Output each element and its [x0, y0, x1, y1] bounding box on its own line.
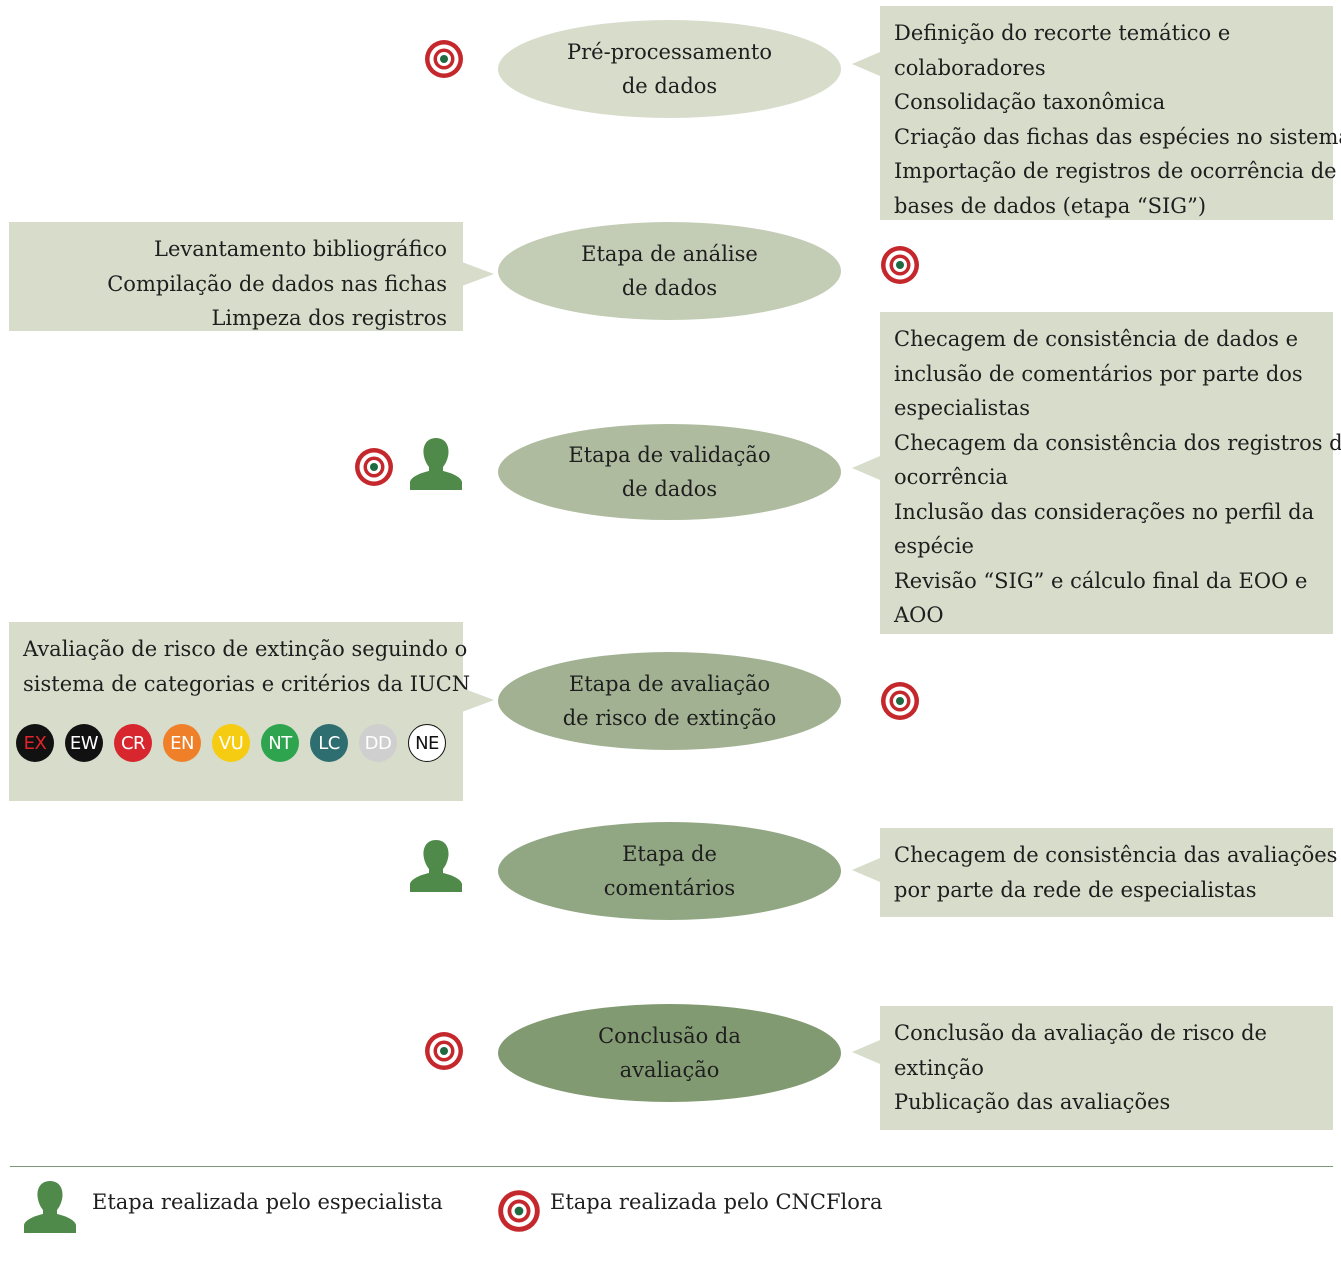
detail-line: extinção — [894, 1055, 984, 1080]
legend-divider — [10, 1166, 1333, 1167]
details-conclusion: Conclusão da avaliação de risco de extin… — [880, 1006, 1333, 1130]
step-label: de dados — [621, 74, 718, 98]
detail-line: Compilação de dados nas fichas — [107, 271, 447, 296]
iucn-badge-lc: LC — [310, 724, 348, 762]
detail-line: Avaliação de risco de extinção seguindo … — [23, 637, 468, 661]
iucn-badge-nt: NT — [261, 724, 299, 762]
specialist-person-icon — [24, 1181, 76, 1233]
step-conclusion: Conclusão da avaliação — [498, 1004, 841, 1102]
step-label: de dados — [621, 276, 718, 300]
iucn-badge-vu: VU — [212, 724, 250, 762]
step-label: Etapa de — [622, 842, 717, 866]
step-validation: Etapa de validação de dados — [498, 424, 841, 520]
step-label: Etapa de validação — [568, 443, 771, 467]
iucn-badge-dd: DD — [359, 724, 397, 762]
iucn-badge-cr: CR — [114, 724, 152, 762]
detail-line: especialistas — [894, 396, 1031, 420]
detail-line: Inclusão das considerações no perfil da — [894, 499, 1315, 524]
detail-line: Importação de registros de ocorrência de — [894, 159, 1337, 183]
step-analysis: Etapa de análise de dados — [498, 222, 841, 320]
iucn-badge-ew: EW — [65, 724, 103, 762]
detail-line: Criação das fichas das espécies no siste… — [894, 124, 1341, 149]
detail-line: Limpeza dos registros — [211, 306, 447, 330]
detail-line: inclusão de comentários por parte dos — [894, 361, 1303, 386]
detail-line: Checagem da consistência dos registros d… — [894, 430, 1341, 455]
details-validation: Checagem de consistência de dados e incl… — [880, 312, 1341, 634]
specialist-person-icon — [410, 840, 462, 892]
step-label: Etapa de análise — [581, 242, 758, 266]
step-label: Etapa de avaliação — [568, 672, 771, 696]
cncflora-target-icon — [498, 1190, 540, 1232]
detail-line: sistema de categorias e critérios da IUC… — [23, 671, 471, 696]
detail-line: Definição do recorte temático e — [894, 21, 1231, 45]
detail-line: Revisão “SIG” e cálculo final da EOO e — [894, 568, 1308, 593]
cncflora-target-icon — [425, 40, 463, 78]
step-label: Conclusão da — [598, 1024, 741, 1048]
legend-specialist-label: Etapa realizada pelo especialista — [92, 1190, 443, 1214]
details-preprocessing: Definição do recorte temático e colabora… — [880, 6, 1341, 220]
cncflora-target-icon — [355, 448, 393, 486]
callout-pointer — [852, 1040, 880, 1064]
iucn-badge-ex: EX — [16, 724, 54, 762]
detail-line: Checagem de consistência de dados e — [894, 327, 1299, 351]
details-evaluation: Avaliação de risco de extinção seguindo … — [9, 622, 471, 801]
details-comments: Checagem de consistência das avaliações … — [880, 828, 1338, 917]
detail-line: Checagem de consistência das avaliações — [894, 843, 1338, 867]
detail-line: Levantamento bibliográfico — [154, 237, 447, 261]
details-analysis: Levantamento bibliográfico Compilação de… — [9, 222, 463, 331]
step-label: de risco de extinção — [562, 706, 777, 730]
step-label: de dados — [621, 477, 718, 501]
cncflora-target-icon — [425, 1032, 463, 1070]
callout-pointer — [462, 688, 494, 712]
detail-line: por parte da rede de especialistas — [894, 877, 1257, 902]
detail-line: ocorrência — [894, 465, 1009, 489]
cncflora-target-icon — [881, 246, 919, 284]
callout-pointer — [462, 262, 494, 286]
iucn-badge-ne: NE — [408, 724, 446, 762]
detail-line: Conclusão da avaliação de risco de — [894, 1021, 1267, 1045]
callout-pointer — [852, 858, 880, 882]
step-label: avaliação — [619, 1058, 720, 1082]
specialist-person-icon — [410, 438, 462, 490]
detail-line: colaboradores — [894, 55, 1046, 80]
iucn-categories: EX EW CR EN VU NT LC DD NE — [16, 724, 457, 762]
step-label: Pré-processamento — [566, 40, 773, 64]
detail-line: Publicação das avaliações — [894, 1090, 1171, 1114]
callout-pointer — [852, 52, 880, 76]
cncflora-target-icon — [881, 682, 919, 720]
step-preprocessing: Pré-processamento de dados — [498, 20, 841, 118]
detail-line: AOO — [894, 603, 944, 627]
step-comments: Etapa de comentários — [498, 822, 841, 920]
step-label: comentários — [603, 876, 736, 900]
detail-line: bases de dados (etapa “SIG”) — [894, 193, 1207, 218]
callout-pointer — [852, 456, 880, 480]
legend-cncflora-label: Etapa realizada pelo CNCFlora — [550, 1190, 883, 1214]
detail-line: espécie — [894, 534, 974, 558]
step-evaluation: Etapa de avaliação de risco de extinção — [498, 652, 841, 750]
iucn-badge-en: EN — [163, 724, 201, 762]
detail-line: Consolidação taxonômica — [894, 90, 1166, 114]
